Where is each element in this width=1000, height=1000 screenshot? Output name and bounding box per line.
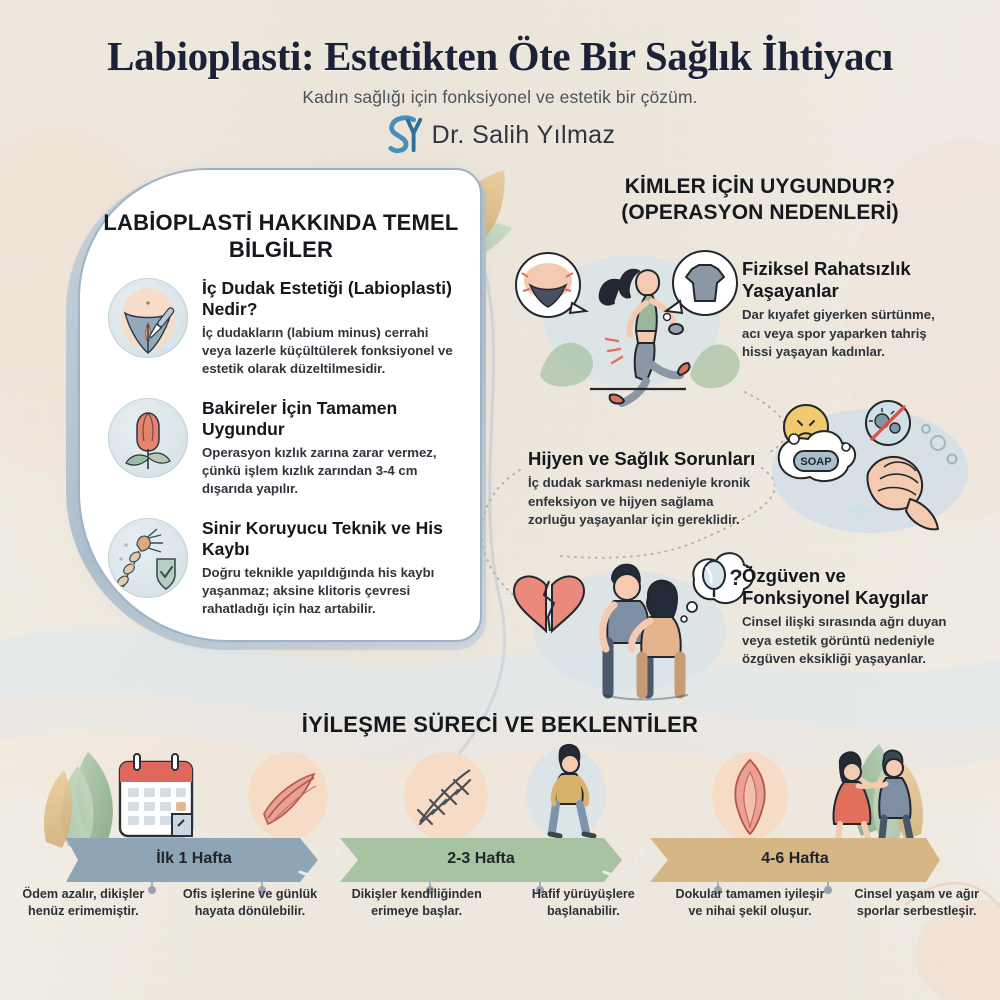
stitches-icon	[404, 752, 488, 840]
timeline-caption: Dokular tamamen iyileşir ve nihai şekil …	[675, 887, 825, 919]
timeline-caption: Ödem azalır, dikişler henüz erimemiştir.	[22, 887, 145, 919]
right-item: Özgüven ve Fonksiyonel Kaygılar Cinsel i…	[742, 565, 957, 669]
left-feature-body: Doğru teknikle yapıldığında his kaybı ya…	[202, 564, 435, 617]
timeline-caption: Hafif yürüyüşlere başlanabilir.	[531, 887, 635, 919]
right-item-title: Fiziksel Rahatsızlık Yaşayanlar	[742, 258, 911, 302]
left-feature-body: Operasyon kızlık zarına zarar vermez, çü…	[202, 444, 437, 497]
sy-monogram-logo-icon	[387, 115, 422, 154]
right-panel-heading: KİMLER İÇİN UYGUNDUR? (OPERASYON NEDENLE…	[621, 175, 899, 225]
right-item-title: Özgüven ve Fonksiyonel Kaygılar	[742, 565, 929, 609]
walking-woman-icon	[526, 744, 606, 840]
nerve-shield-icon	[108, 518, 188, 598]
timeline-caption: Dikişler kendiliğinden erimeye başlar.	[351, 887, 482, 919]
left-feature-title: Sinir Koruyucu Teknik ve His Kaybı	[202, 518, 443, 560]
left-feature-item: Bakireler İçin Tamamen Uygundur Operasyo…	[108, 398, 458, 498]
left-feature-title: İç Dudak Estetiği (Labioplasti) Nedir?	[202, 278, 452, 320]
healed-tissue-icon	[712, 752, 788, 840]
timeline-caption: Cinsel yaşam ve ağır sporlar serbestleşi…	[854, 887, 979, 919]
svg-text:SOAP: SOAP	[800, 456, 831, 468]
left-feature-item: Sinir Koruyucu Teknik ve His Kaybı Doğru…	[108, 518, 458, 618]
header: Labioplasti: Estetikten Öte Bir Sağlık İ…	[0, 34, 1000, 155]
timeline-stage-label: 4-6 Hafta	[761, 850, 829, 867]
pelvis-scalpel-icon	[108, 278, 188, 358]
couple-broken-heart-icon: ?	[508, 545, 754, 705]
timeline-bars: İlk 1 Hafta 2-3 Hafta 4-6 Hafta	[0, 838, 1000, 894]
doctor-name: Dr. Salih Yılmaz	[431, 120, 616, 149]
handwash-soap-icon: SOAP	[760, 395, 975, 545]
page-title: Labioplasti: Estetikten Öte Bir Sağlık İ…	[107, 33, 893, 79]
left-feature-item: İç Dudak Estetiği (Labioplasti) Nedir? İ…	[108, 278, 458, 378]
timeline-captions: Ödem azalır, dikişler henüz erimemiştir.…	[0, 886, 1000, 920]
right-item: Hijyen ve Sağlık Sorunları İç dudak sark…	[528, 448, 758, 530]
left-feature-title: Bakireler İçin Tamamen Uygundur	[202, 398, 398, 440]
right-item-body: Dar kıyafet giyerken sürtünme, acı veya …	[742, 307, 935, 360]
timeline-stage-label: İlk 1 Hafta	[156, 850, 232, 867]
running-woman-icon	[500, 225, 750, 410]
healing-tissue-icon	[248, 752, 328, 840]
right-item-title: Hijyen ve Sağlık Sorunları	[528, 448, 756, 469]
right-item: Fiziksel Rahatsızlık Yaşayanlar Dar kıya…	[742, 258, 952, 362]
dancing-couple-icon	[832, 749, 914, 842]
svg-text:?: ?	[729, 565, 742, 590]
calendar-icon	[118, 753, 194, 838]
byline: Dr. Salih Yılmaz	[0, 115, 1000, 155]
right-item-body: İç dudak sarkması nedeniyle kronik enfek…	[528, 475, 751, 528]
left-panel-heading: LABİOPLASTİ HAKKINDA TEMEL BİLGİLER	[103, 210, 459, 262]
left-feature-body: İç dudakların (labium minus) cerrahi vey…	[202, 324, 453, 377]
timeline-heading: İYİLEŞME SÜRECİ VE BEKLENTİLER	[301, 712, 699, 737]
timeline-caption: Ofis işlerine ve günlük hayata dönülebil…	[182, 887, 318, 919]
page-subtitle: Kadın sağlığı için fonksiyonel ve esteti…	[302, 87, 698, 108]
tulip-flower-icon	[108, 398, 188, 478]
timeline-stage-label: 2-3 Hafta	[447, 850, 515, 867]
right-item-body: Cinsel ilişki sırasında ağrı duyan veya …	[742, 614, 947, 667]
timeline-icons	[0, 744, 1000, 842]
